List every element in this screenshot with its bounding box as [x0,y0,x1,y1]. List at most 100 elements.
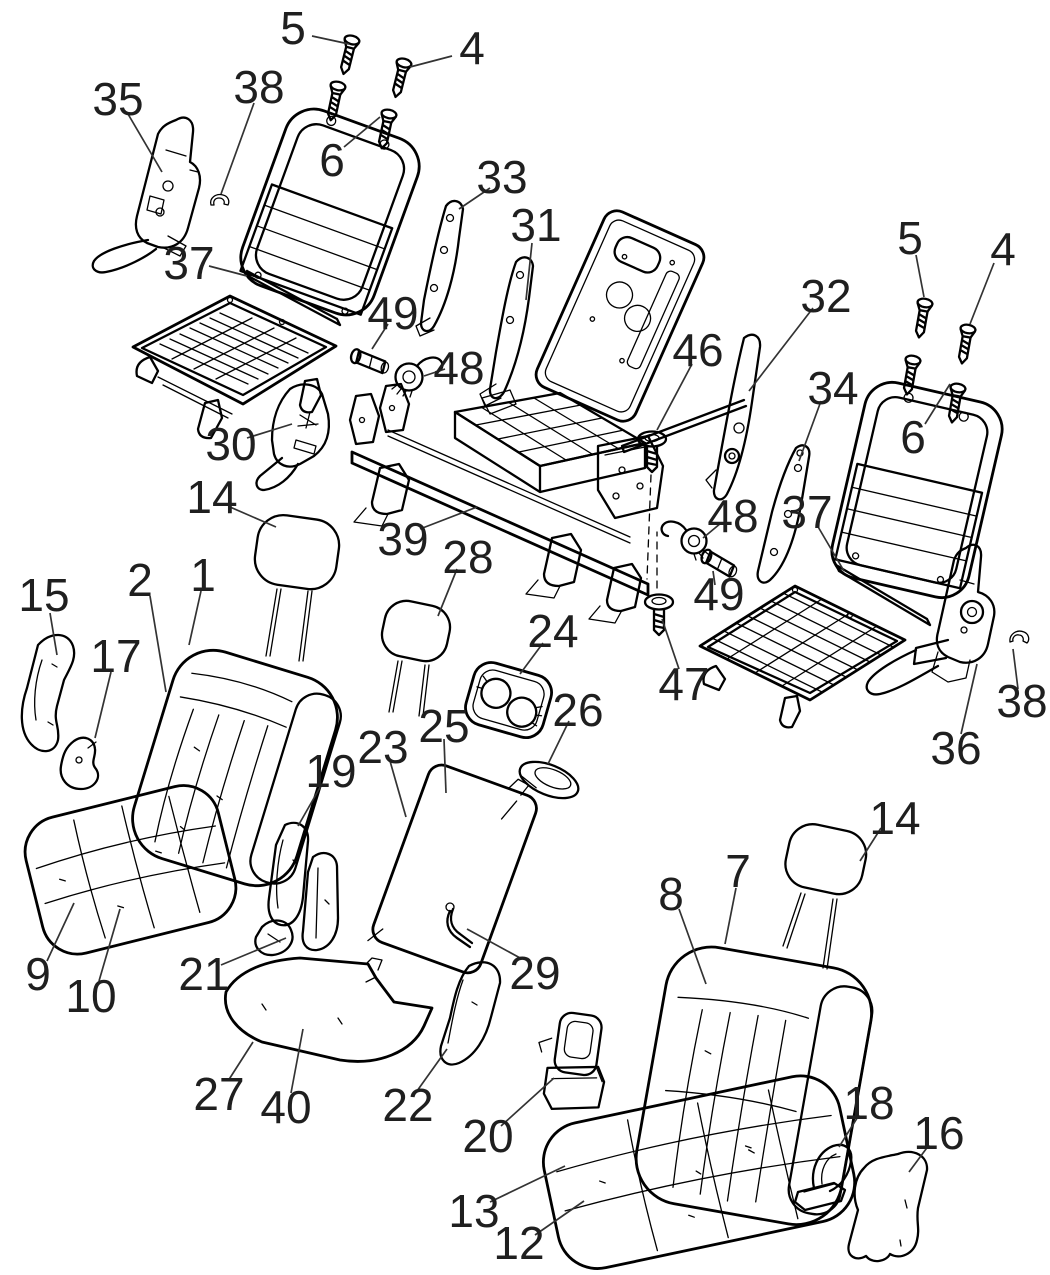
callout-30: 30 [205,418,256,470]
leader-line-2 [149,595,167,693]
armrest-pad-40 [223,956,434,1063]
latch-bracket-17 [59,736,100,791]
seatback-panel-center [534,209,706,423]
leader-line-23 [389,760,407,818]
seatback-panel-23-25 [367,763,538,975]
side-shield-15 [20,633,76,753]
side-pad-19 [267,821,310,927]
callout-48: 48 [707,490,758,542]
side-shield-16 [847,1150,929,1263]
callout-16: 16 [913,1107,964,1159]
headrest-right [782,823,868,970]
pivot-pin-49-right [700,548,738,578]
callout-49: 49 [367,287,418,339]
leader-line-38 [1012,648,1019,690]
leader-line-34 [798,400,822,462]
leader-line-27 [227,1041,254,1082]
callout-48: 48 [433,342,484,394]
callout-15: 15 [18,569,69,621]
callout-14: 14 [186,471,237,523]
side-shield-22 [439,961,502,1066]
callout-7: 7 [725,845,751,897]
callout-10: 10 [65,970,116,1022]
callout-34: 34 [807,362,858,414]
callout-38: 38 [996,675,1047,727]
leader-line-12 [534,1200,585,1236]
leader-line-25 [443,738,447,794]
leader-line-32 [748,307,814,392]
callout-49: 49 [693,568,744,620]
callout-17: 17 [90,630,141,682]
leader-line-37 [208,265,248,277]
leader-line-36 [960,663,978,735]
callout-8: 8 [658,868,684,920]
leader-line-48 [702,522,722,539]
callout-1: 1 [190,549,216,601]
leader-line-20 [500,1077,555,1127]
leader-line-5 [915,254,925,298]
leader-line-35 [127,113,163,173]
leader-line-31 [525,242,533,301]
callout-29: 29 [509,947,560,999]
cushion-frame-left [131,294,338,440]
cupholder-24 [464,661,553,739]
headrest-center [380,599,452,717]
callout-14: 14 [869,792,920,844]
leader-line-13 [489,1165,566,1203]
pivot-bracket-34 [756,444,811,584]
leader-line-7 [724,887,737,945]
leader-line-47 [661,618,680,670]
clip-38-right [1009,630,1030,644]
callout-40: 40 [260,1081,311,1133]
latch-lever-32 [620,333,762,501]
callout-6: 6 [900,411,926,463]
leader-line-4 [969,262,995,325]
riser-bracket-30 [255,383,331,492]
callout-31: 31 [510,199,561,251]
screw-icon [898,353,923,397]
leader-line-49 [371,323,389,350]
screw-icon [335,32,362,77]
screw-icon [322,79,348,123]
leader-line-28 [437,568,458,617]
callout-37: 37 [163,237,214,289]
latch-18 [793,1143,853,1212]
seatback-cushion-left [131,648,342,888]
callout-4: 4 [990,223,1016,275]
callout-5: 5 [897,212,923,264]
callout-24: 24 [527,605,578,657]
clock-spring-48-right [660,520,709,561]
clip-38-left [210,193,230,206]
callout-27: 27 [193,1068,244,1120]
leader-line-38 [220,102,255,195]
callout-4: 4 [459,22,485,74]
leader-line-29 [466,928,523,960]
leader-line-6 [924,383,951,425]
callout-12: 12 [493,1217,544,1269]
tether-hook-29 [445,902,474,949]
leader-line-21 [220,937,287,966]
leader-line-17 [94,671,112,739]
trim-strip-37-right [834,563,932,627]
leader-lines [46,35,1019,1236]
leader-line-9 [46,902,75,962]
leader-line-46 [656,363,693,431]
latch-assembly-20 [538,1011,606,1111]
leader-line-49 [712,570,716,586]
callout-19: 19 [305,745,356,797]
callout-13: 13 [448,1185,499,1237]
shoulder-bolt-46 [636,430,668,580]
seat-cushion-left [23,784,238,956]
leader-line-30 [246,423,293,439]
callout-5: 5 [280,2,306,54]
recliner-mechanism-right [865,543,996,696]
callout-39: 39 [377,513,428,565]
leader-line-39 [419,506,478,530]
callout-32: 32 [800,270,851,322]
leader-line-14 [229,506,277,528]
callout-28: 28 [442,531,493,583]
callout-22: 22 [382,1079,433,1131]
callout-38: 38 [233,61,284,113]
